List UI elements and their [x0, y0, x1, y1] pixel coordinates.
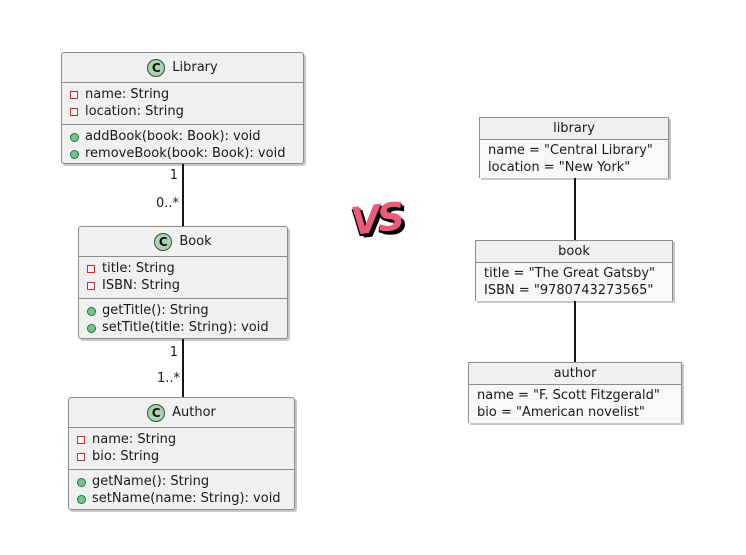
object-box-library: library name = "Central Library" locatio…: [479, 117, 669, 178]
attribute-row: ISBN: String: [87, 278, 279, 294]
association-edge-library-book: [182, 164, 184, 226]
method-row: setTitle(title: String): void: [87, 320, 279, 336]
object-box-book: book title = "The Great Gatsby" ISBN = "…: [475, 240, 673, 301]
attribute-row: location: String: [70, 104, 295, 120]
attribute-text: location: String: [85, 104, 184, 119]
method-text: getTitle(): String: [102, 303, 209, 318]
slot-text: ISBN = "9780743273565": [484, 283, 654, 298]
object-name: library: [553, 121, 595, 136]
object-header: author: [469, 363, 681, 385]
field-icon: [77, 453, 85, 461]
class-box-library: C Library name: String location: String …: [61, 52, 304, 164]
method-text: setName(name: String): void: [92, 491, 281, 506]
class-circle-icon: C: [154, 232, 173, 251]
methods-section: addBook(book: Book): void removeBook(boo…: [62, 124, 303, 166]
object-name: author: [553, 366, 597, 381]
methods-section: getName(): String setName(name: String):…: [69, 469, 294, 511]
attribute-text: bio: String: [92, 449, 160, 464]
attributes-section: title: String ISBN: String: [79, 257, 287, 298]
method-row: getTitle(): String: [87, 303, 279, 319]
attributes-section: name: String bio: String: [69, 428, 294, 469]
method-icon: [70, 149, 79, 159]
multiplicity-label: 0..*: [155, 196, 179, 211]
slot-text: location = "New York": [488, 160, 631, 175]
attribute-row: bio: String: [77, 449, 286, 465]
method-text: setTitle(title: String): void: [102, 320, 269, 335]
multiplicity-label: 1: [169, 345, 178, 360]
method-row: setName(name: String): void: [77, 491, 286, 507]
attribute-text: name: String: [92, 432, 177, 447]
method-text: getName(): String: [92, 474, 210, 489]
link-edge-library-book: [574, 178, 576, 240]
class-header: C Author: [69, 398, 294, 428]
class-box-author: C Author name: String bio: String getNam…: [68, 397, 295, 510]
method-icon: [87, 306, 96, 316]
class-box-book: C Book title: String ISBN: String getTit…: [78, 226, 288, 339]
attribute-row: name: String: [70, 87, 295, 103]
method-text: removeBook(book: Book): void: [85, 146, 286, 161]
slot-text: bio = "American novelist": [477, 405, 645, 420]
methods-section: getTitle(): String setTitle(title: Strin…: [79, 298, 287, 340]
object-header: book: [476, 241, 672, 263]
object-name: book: [558, 244, 590, 259]
class-circle-icon: C: [147, 403, 166, 422]
slot-text: name = "F. Scott Fitzgerald": [477, 388, 660, 403]
field-icon: [70, 108, 78, 116]
method-icon: [77, 494, 86, 504]
object-box-author: author name = "F. Scott Fitzgerald" bio …: [468, 362, 682, 423]
class-name: Book: [179, 234, 212, 249]
method-row: removeBook(book: Book): void: [70, 146, 295, 162]
association-edge-book-author: [182, 339, 184, 397]
method-row: addBook(book: Book): void: [70, 129, 295, 145]
attribute-row: name: String: [77, 432, 286, 448]
object-slots: name = "F. Scott Fitzgerald" bio = "Amer…: [469, 385, 681, 423]
field-icon: [77, 436, 85, 444]
object-header: library: [480, 118, 668, 140]
method-icon: [77, 477, 86, 487]
method-icon: [87, 323, 96, 333]
slot-text: name = "Central Library": [488, 143, 653, 158]
method-row: getName(): String: [77, 474, 286, 490]
class-name: Library: [172, 60, 218, 75]
field-icon: [87, 282, 95, 290]
attribute-text: ISBN: String: [102, 278, 181, 293]
class-circle-icon: C: [147, 58, 166, 77]
attribute-text: title: String: [102, 261, 175, 276]
field-icon: [87, 265, 95, 273]
class-name: Author: [172, 405, 216, 420]
class-header: C Library: [62, 53, 303, 83]
object-slots: title = "The Great Gatsby" ISBN = "97807…: [476, 263, 672, 301]
object-slots: name = "Central Library" location = "New…: [480, 140, 668, 178]
link-edge-book-author: [574, 301, 576, 362]
vs-label: VS: [348, 194, 405, 244]
attribute-row: title: String: [87, 261, 279, 277]
attribute-text: name: String: [85, 87, 170, 102]
multiplicity-label: 1: [169, 168, 178, 183]
multiplicity-label: 1..*: [156, 371, 180, 386]
slot-text: title = "The Great Gatsby": [484, 266, 656, 281]
method-text: addBook(book: Book): void: [85, 129, 261, 144]
field-icon: [70, 91, 78, 99]
class-header: C Book: [79, 227, 287, 257]
method-icon: [70, 132, 79, 142]
attributes-section: name: String location: String: [62, 83, 303, 124]
